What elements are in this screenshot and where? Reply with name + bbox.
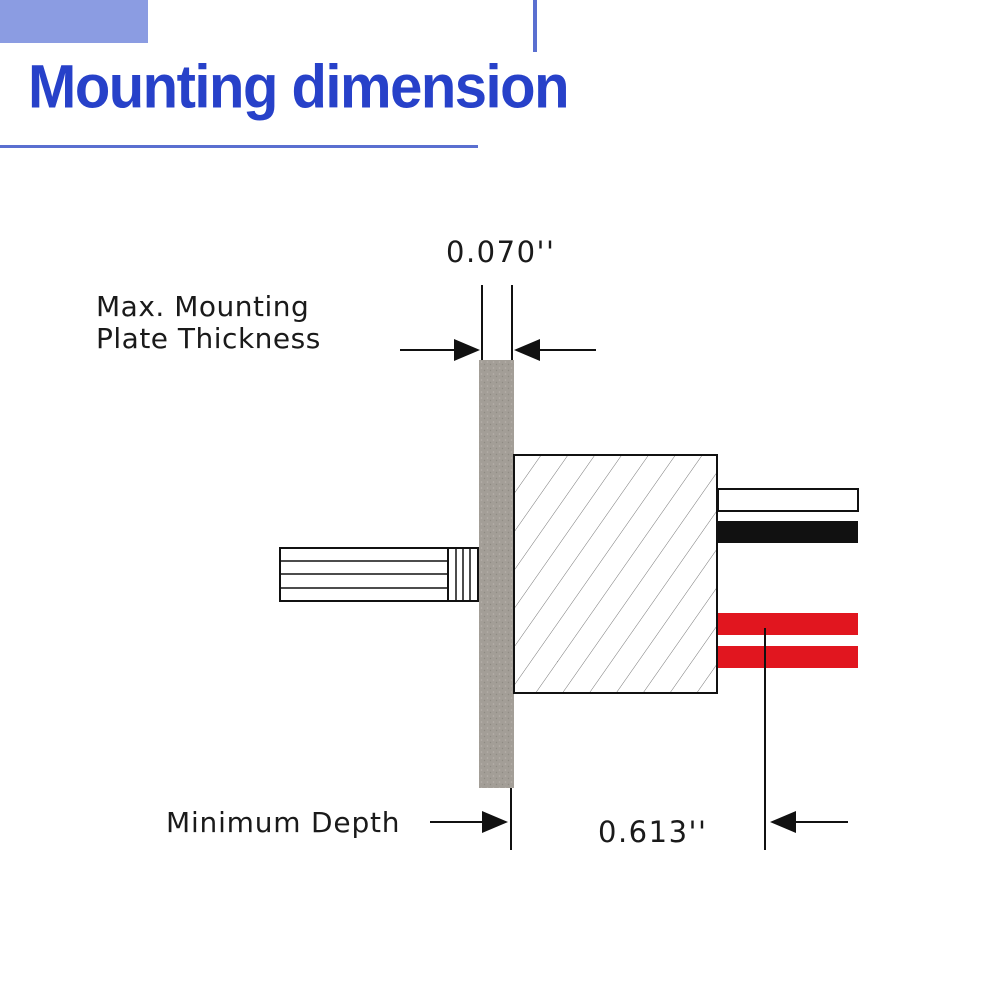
- black-wire: [718, 521, 858, 543]
- page-title: Mounting dimension: [28, 53, 570, 122]
- max-plate-label-line2: Plate Thickness: [96, 322, 321, 355]
- red-wire-bottom: [718, 646, 858, 668]
- minimum-depth-arrow: [430, 811, 508, 833]
- depth-value: 0.613'': [598, 815, 707, 849]
- plate-thickness-value: 0.070'': [446, 235, 555, 269]
- header-underline: [0, 145, 478, 148]
- minimum-depth-label: Minimum Depth: [166, 806, 400, 839]
- max-plate-label-line1: Max. Mounting: [96, 290, 309, 323]
- thickness-arrow-left: [400, 339, 480, 361]
- white-wire: [717, 488, 859, 512]
- depth-arrow-right: [770, 811, 848, 833]
- thickness-arrow-right: [514, 339, 596, 361]
- shaft: [279, 547, 479, 602]
- header-divider-vertical: [533, 0, 537, 52]
- mounting-plate: [479, 360, 514, 788]
- red-wire-top: [718, 613, 858, 635]
- header-tab-block: [0, 0, 148, 43]
- component-body: [513, 454, 718, 694]
